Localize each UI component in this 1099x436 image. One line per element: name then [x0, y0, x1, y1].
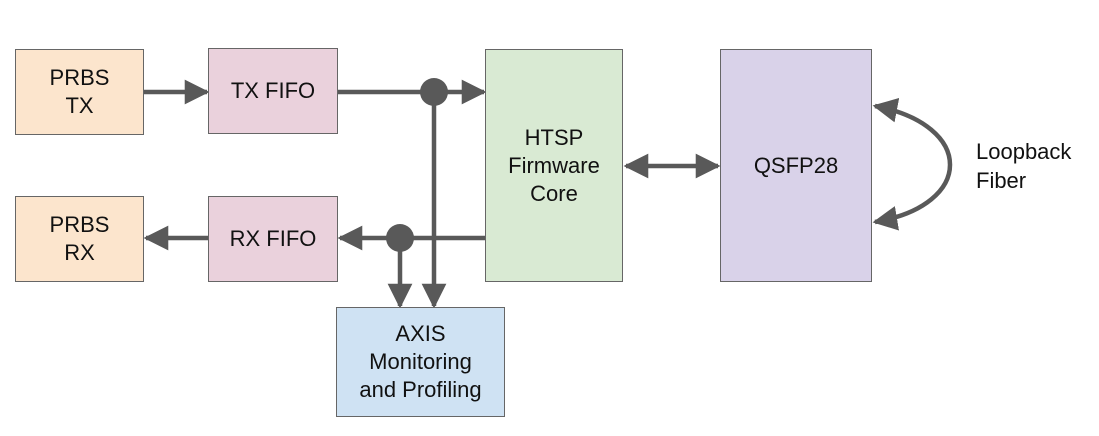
tx-fifo-block: TX FIFO: [208, 48, 338, 134]
rx-fifo-block: RX FIFO: [208, 196, 338, 282]
loopback-fiber-label: Loopback Fiber: [976, 137, 1071, 195]
prbs-rx-label-line1: PRBS: [49, 212, 110, 237]
axis-monitoring-block: AXIS Monitoring and Profiling: [336, 307, 505, 417]
axis-label-line3: and Profiling: [359, 377, 482, 402]
tx-fifo-label: TX FIFO: [230, 78, 316, 103]
prbs-tx-label-line2: TX: [65, 93, 94, 118]
htsp-firmware-core-block: HTSP Firmware Core: [485, 49, 623, 282]
prbs-tx-label-line1: PRBS: [49, 65, 110, 90]
axis-label-line2: Monitoring: [369, 349, 472, 374]
qsfp28-block: QSFP28: [720, 49, 872, 282]
rx-fifo-label: RX FIFO: [229, 226, 317, 251]
prbs-rx-block: PRBS RX: [15, 196, 144, 282]
rx-tap-junction: [386, 224, 414, 252]
prbs-tx-block: PRBS TX: [15, 49, 144, 135]
loopback-label-line1: Loopback: [976, 139, 1072, 164]
core-label-line2: Firmware: [508, 152, 600, 178]
tx-tap-junction: [420, 78, 448, 106]
loopback-label-line2: Fiber: [976, 168, 1027, 193]
loopback-fiber-arc: [872, 98, 952, 231]
prbs-rx-label-line2: RX: [64, 240, 95, 265]
qsfp28-label: QSFP28: [753, 152, 839, 178]
core-label-line3: Core: [530, 180, 578, 206]
axis-label-line1: AXIS: [395, 321, 446, 346]
core-label-line1: HTSP: [524, 124, 584, 150]
